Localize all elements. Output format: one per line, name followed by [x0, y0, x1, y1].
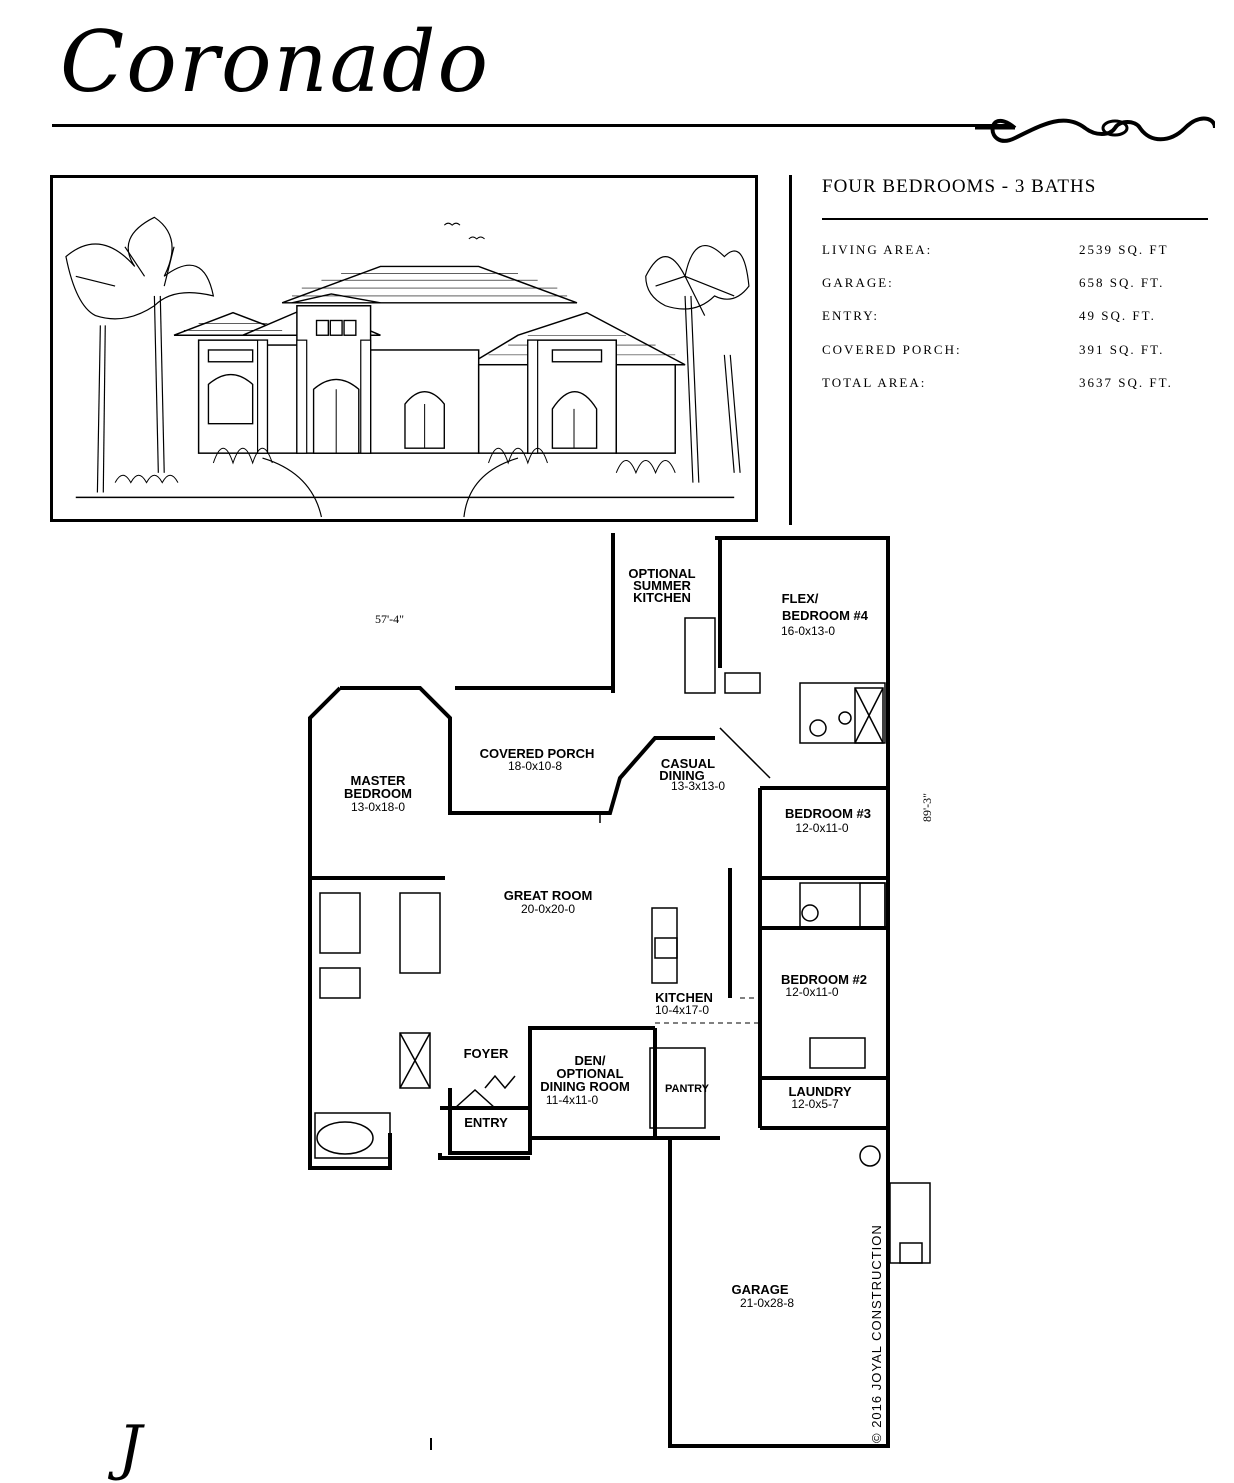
palm-tree-left	[65, 216, 215, 493]
room-label: CASUAL	[661, 756, 715, 771]
room-dims: 13-3x13-0	[671, 779, 725, 793]
flourish-ornament	[975, 116, 1215, 143]
room-label: GARAGE	[731, 1282, 788, 1297]
room-label: BEDROOM #3	[785, 806, 871, 821]
floor-plan-drawing: OPTIONAL SUMMER KITCHEN FLEX/ BEDROOM #4…	[308, 533, 931, 1448]
room-label: OPTIONAL	[556, 1066, 623, 1081]
room-dims: 20-0x20-0	[521, 902, 575, 916]
floor-plan: OPTIONAL SUMMER KITCHEN FLEX/ BEDROOM #4…	[300, 528, 940, 1450]
room-label: KITCHEN	[655, 990, 713, 1005]
spec-value: 391 SQ. FT.	[1079, 342, 1165, 357]
spec-label: COVERED PORCH:	[822, 342, 962, 357]
room-dims: 10-4x17-0	[655, 1003, 709, 1017]
room-label: DINING ROOM	[540, 1079, 630, 1094]
palm-tree-right	[645, 245, 750, 483]
house-illustration	[65, 216, 750, 518]
footer-tick	[430, 1438, 432, 1450]
specs-rule	[822, 218, 1208, 220]
spec-value: 658 SQ. FT.	[1079, 275, 1165, 290]
spec-label: GARAGE:	[822, 275, 894, 290]
room-dims: 12-0x11-0	[785, 985, 838, 999]
spec-value: 3637 SQ. FT.	[1079, 375, 1173, 390]
room-label: FOYER	[464, 1046, 509, 1061]
room-label: GREAT ROOM	[504, 888, 593, 903]
width-dimension: 57'-4"	[375, 612, 405, 626]
room-label: MASTER	[351, 773, 407, 788]
footer-script-mark: J	[118, 1413, 143, 1483]
copyright-notice: © 2016 JOYAL CONSTRUCTION	[869, 1224, 884, 1443]
room-dims: 11-4x11-0	[546, 1093, 599, 1107]
room-label: BEDROOM #2	[781, 972, 867, 987]
room-label: DINING	[659, 768, 705, 783]
room-label: COVERED PORCH	[480, 746, 595, 761]
room-label: PANTRY	[665, 1083, 710, 1095]
room-label: OPTIONAL	[628, 566, 695, 581]
room-dims: 12-0x11-0	[795, 821, 848, 835]
room-label: LAUNDRY	[788, 1084, 851, 1099]
spec-label: ENTRY:	[822, 308, 880, 323]
room-label: BEDROOM	[344, 786, 412, 801]
room-label: SUMMER	[633, 578, 691, 593]
room-label: FLEX/	[782, 591, 819, 606]
spec-value: 49 SQ. FT.	[1079, 308, 1156, 323]
room-label: KITCHEN	[633, 590, 691, 605]
room-dims: 16-0x13-0	[781, 624, 835, 638]
room-dims: 13-0x18-0	[351, 800, 405, 814]
spec-label: LIVING AREA:	[822, 242, 933, 257]
room-label: DEN/	[574, 1053, 605, 1068]
spec-value: 2539 SQ. FT	[1079, 242, 1169, 257]
room-label: ENTRY	[464, 1115, 508, 1130]
specs-heading: FOUR BEDROOMS - 3 BATHS	[822, 176, 1097, 197]
front-elevation-drawing	[50, 175, 758, 522]
spec-label: TOTAL AREA:	[822, 375, 927, 390]
title-rule	[52, 124, 1012, 127]
room-dims: 21-0x28-8	[740, 1296, 794, 1310]
vertical-divider	[789, 175, 792, 525]
room-dims: 18-0x10-8	[508, 759, 562, 773]
room-dims: 12-0x5-7	[791, 1097, 839, 1111]
room-label: BEDROOM #4	[782, 608, 869, 623]
page-title: Coronado	[60, 13, 491, 111]
